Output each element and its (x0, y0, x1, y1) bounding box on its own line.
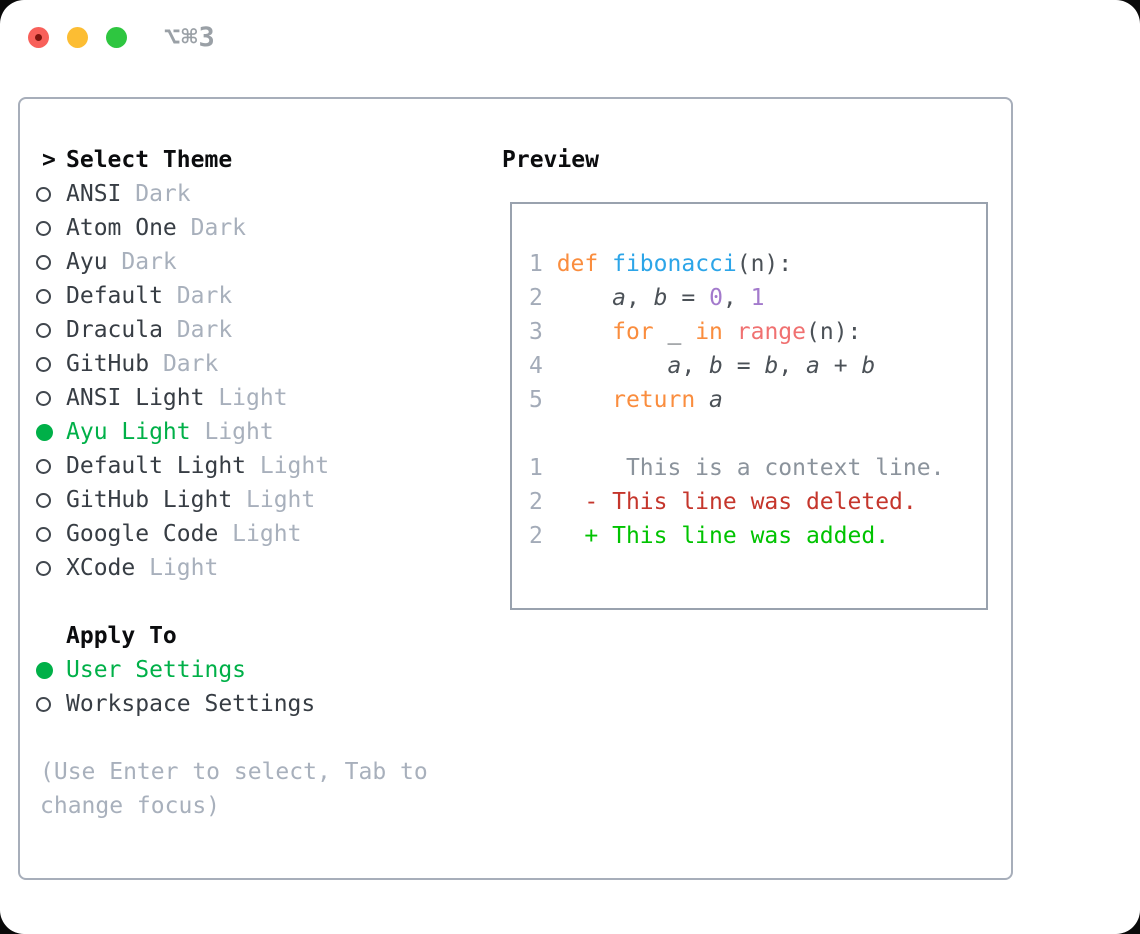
apply-to-header: Apply To (66, 623, 177, 649)
radio-icon (36, 390, 51, 406)
code-line-2: 2 a, b = 0, 1 (529, 285, 765, 311)
select-theme-header: Select Theme (66, 147, 233, 173)
keyboard-hint: (Use Enter to select, Tab to change focu… (40, 759, 428, 819)
code-preview: 1 def fibonacci(n): 2 a, b = 0, 1 3 for _ … (529, 247, 986, 417)
radio-selected-icon (36, 423, 53, 441)
radio-icon (36, 186, 51, 202)
theme-item-ansi-dark[interactable]: ANSI Dark (20, 177, 490, 211)
theme-item-xcode-light[interactable]: XCode Light (20, 551, 490, 585)
theme-name: Ayu (66, 249, 108, 275)
radio-icon (36, 220, 51, 236)
theme-name: GitHub Light (66, 487, 233, 513)
code-line-5: 5 return a (529, 387, 723, 413)
diff-line-context: 1 This is a context line. (529, 455, 945, 481)
theme-item-google-code-light[interactable]: Google Code Light (20, 517, 490, 551)
close-button[interactable] (28, 27, 49, 48)
theme-name: Ayu Light (66, 419, 191, 445)
theme-variant: Light (218, 521, 302, 547)
radio-icon (36, 254, 51, 270)
diff-line-deleted: 2 - This line was deleted. (529, 489, 917, 515)
theme-item-ayu-light-light[interactable]: Ayu Light Light (20, 415, 490, 449)
titlebar: ⌥⌘3 (0, 0, 1140, 74)
select-theme-header-row: > Select Theme (20, 143, 490, 177)
code-line-3: 3 for _ in range(n): (529, 319, 862, 345)
radio-icon (36, 356, 51, 372)
theme-variant: Dark (121, 181, 191, 207)
theme-variant: Dark (162, 317, 233, 343)
radio-icon (36, 458, 51, 474)
theme-item-default-light-light[interactable]: Default Light Light (20, 449, 490, 483)
theme-name: Google Code (66, 521, 219, 547)
radio-icon (36, 322, 51, 338)
theme-name: XCode (66, 555, 136, 581)
theme-variant: Light (204, 385, 288, 411)
theme-variant: Dark (149, 351, 219, 377)
theme-name: Dracula (66, 317, 163, 343)
spacer (529, 417, 986, 451)
radio-icon (36, 288, 51, 304)
theme-name: Default (66, 283, 163, 309)
caret-icon: > (42, 147, 56, 173)
theme-variant: Light (232, 487, 316, 513)
theme-item-ansi-light-light[interactable]: ANSI Light Light (20, 381, 490, 415)
code-line-4: 4 a, b = b, a + b (529, 353, 876, 379)
preview-box: 1 def fibonacci(n): 2 a, b = 0, 1 3 for _ … (510, 202, 988, 610)
radio-selected-icon (36, 661, 53, 679)
radio-icon (36, 526, 51, 542)
theme-item-github-light-light[interactable]: GitHub Light Light (20, 483, 490, 517)
theme-item-atom-one-dark[interactable]: Atom One Dark (20, 211, 490, 245)
theme-item-default-dark[interactable]: Default Dark (20, 279, 490, 313)
apply-to-header-row: Apply To (20, 619, 490, 653)
theme-item-ayu-dark[interactable]: Ayu Dark (20, 245, 490, 279)
minimize-button[interactable] (67, 27, 88, 48)
theme-variant: Light (135, 555, 219, 581)
theme-name: Default Light (66, 453, 247, 479)
theme-item-github-dark[interactable]: GitHub Dark (20, 347, 490, 381)
code-line-1: 1 def fibonacci(n): (529, 251, 793, 277)
apply-option-label: User Settings (66, 657, 247, 683)
theme-variant: Light (190, 419, 274, 445)
diff-line-added: 2 + This line was added. (529, 523, 890, 549)
theme-name: Atom One (66, 215, 177, 241)
apply-option-user-settings[interactable]: User Settings (20, 653, 490, 687)
theme-variant: Dark (162, 283, 233, 309)
preview-header: Preview (502, 147, 599, 173)
window-title: ⌥⌘3 (164, 22, 216, 53)
theme-name: GitHub (66, 351, 150, 377)
theme-variant: Dark (107, 249, 177, 275)
radio-icon (36, 696, 51, 712)
zoom-button[interactable] (106, 27, 127, 48)
theme-name: ANSI Light (66, 385, 205, 411)
theme-variant: Light (246, 453, 330, 479)
radio-icon (36, 560, 51, 576)
close-dot-icon (35, 34, 42, 41)
diff-preview: 1 This is a context line. 2 - This line w… (529, 451, 986, 553)
spacer (20, 585, 490, 619)
theme-name: ANSI (66, 181, 122, 207)
radio-icon (36, 492, 51, 508)
apply-option-label: Workspace Settings (66, 691, 316, 717)
theme-variant: Dark (176, 215, 247, 241)
apply-option-workspace-settings[interactable]: Workspace Settings (20, 687, 490, 721)
theme-item-dracula-dark[interactable]: Dracula Dark (20, 313, 490, 347)
